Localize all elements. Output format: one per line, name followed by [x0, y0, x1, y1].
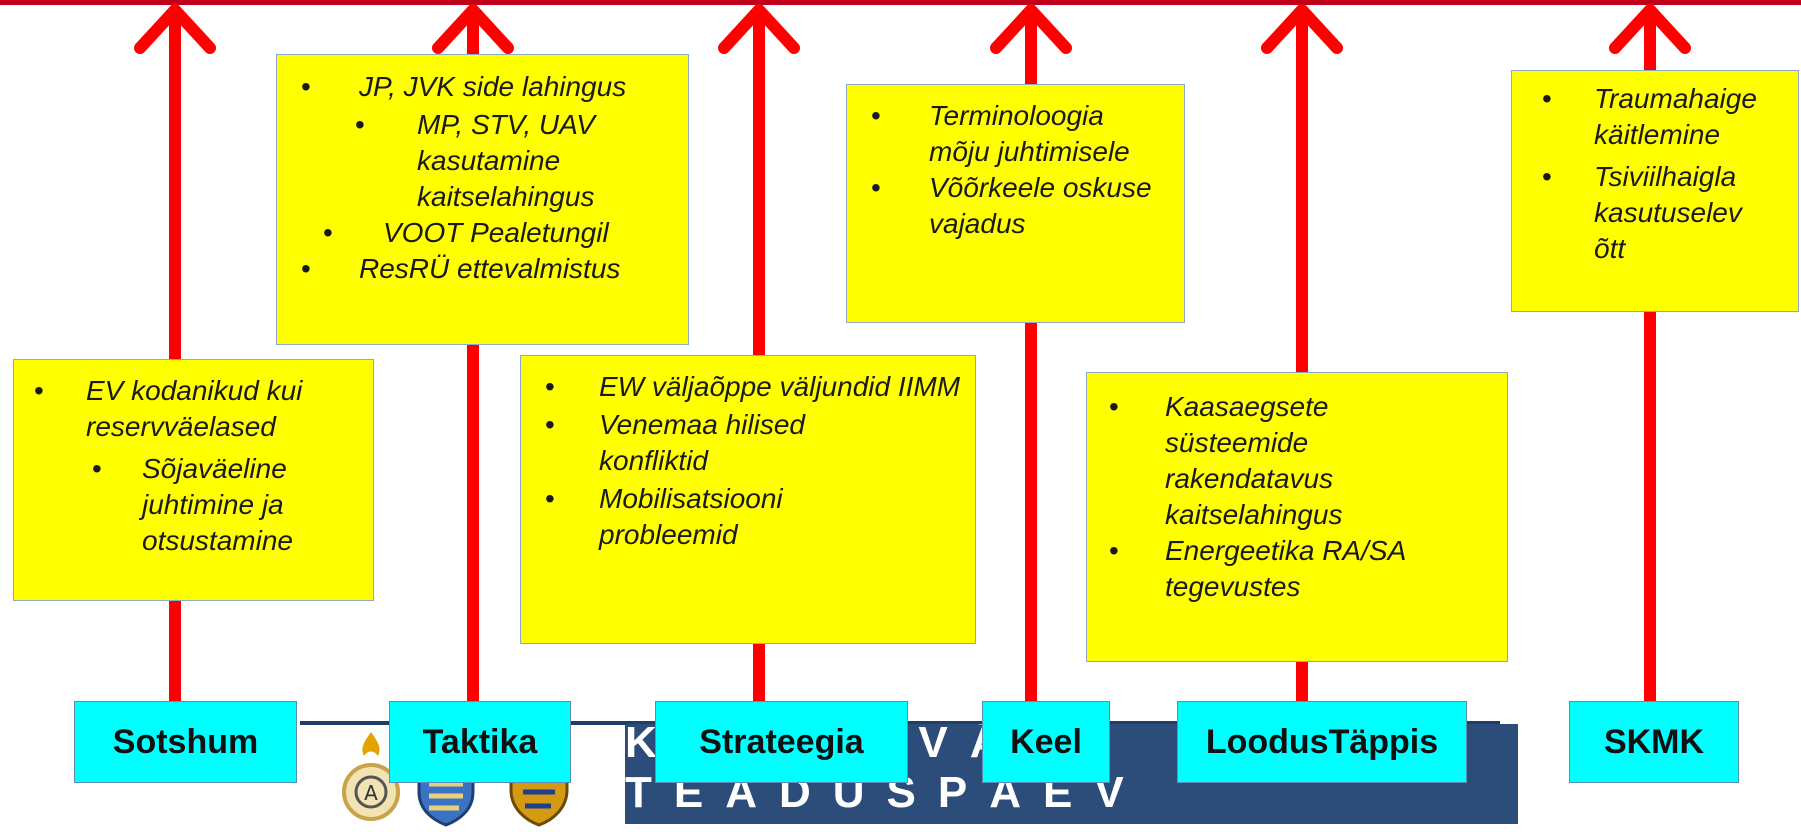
- box-sotshum: EV kodanikud kui reservväelased Sõjaväel…: [13, 359, 374, 601]
- list-item: Võõrkeele oskuse vajadus: [847, 170, 1184, 242]
- arrowhead-strateegia: [718, 4, 800, 54]
- arrowhead-keel: [990, 4, 1072, 54]
- list-item: EW väljaõppe väljundid IIMM: [521, 356, 975, 405]
- box-keel: Terminoloogia mõju juhtimisele Võõrkeele…: [846, 84, 1185, 323]
- list-item: Terminoloogia mõju juhtimisele: [847, 85, 1184, 170]
- list-item: Traumahaige käitlemine: [1512, 71, 1798, 153]
- item-text: Kaasaegsete süsteemide rakendatavus kait…: [1165, 391, 1343, 530]
- list-item: VOOT Pealetungil: [277, 215, 688, 251]
- list-item: Sõjaväeline juhtimine ja otsustamine: [14, 445, 373, 559]
- academy-emblem-icon: A: [342, 732, 400, 821]
- arrowhead-skmk: [1609, 4, 1691, 54]
- item-text: MP, STV, UAV kasutamine kaitselahingus: [417, 109, 595, 212]
- box-taktika: JP, JVK side lahingus MP, STV, UAV kasut…: [276, 54, 689, 345]
- list-item: Mobilisatsiooni probleemid: [521, 479, 975, 553]
- item-text: Venemaa hilised konfliktid: [599, 409, 805, 476]
- item-text: Võõrkeele oskuse vajadus: [929, 172, 1152, 239]
- item-text: ResRÜ ettevalmistus: [359, 253, 621, 284]
- list-item: MP, STV, UAV kasutamine kaitselahingus: [277, 105, 688, 215]
- item-text: Tsiviilhaigla kasutuselevõtt: [1594, 161, 1742, 264]
- svg-text:A: A: [364, 781, 378, 805]
- label-keel: Keel: [982, 701, 1110, 783]
- item-text: Traumahaige käitlemine: [1594, 83, 1757, 150]
- box-strateegia: EW väljaõppe väljundid IIMM Venemaa hili…: [520, 355, 976, 644]
- item-text: Terminoloogia mõju juhtimisele: [929, 100, 1130, 167]
- item-text: Energeetika RA/SA tegevustes: [1165, 535, 1406, 602]
- item-text: Sõjaväeline juhtimine ja otsustamine: [142, 453, 293, 556]
- item-text: Mobilisatsiooni probleemid: [599, 483, 783, 550]
- list-item: Tsiviilhaigla kasutuselevõtt: [1512, 153, 1798, 267]
- box-skmk: Traumahaige käitlemine Tsiviilhaigla kas…: [1511, 70, 1799, 312]
- arrowhead-taktika: [432, 4, 514, 54]
- list-item: Venemaa hilised konfliktid: [521, 405, 975, 479]
- label-loodustappis: LoodusTäppis: [1177, 701, 1467, 783]
- label-sotshum: Sotshum: [74, 701, 297, 783]
- top-border-line: [0, 0, 1801, 5]
- label-taktika: Taktika: [389, 701, 571, 783]
- label-strateegia: Strateegia: [655, 701, 908, 783]
- arrowhead-sotshum: [134, 4, 216, 54]
- list-item: EV kodanikud kui reservväelased: [14, 360, 373, 445]
- label-skmk: SKMK: [1569, 701, 1739, 783]
- arrowhead-loodus: [1261, 4, 1343, 54]
- list-item: JP, JVK side lahingus: [277, 55, 688, 105]
- item-text: VOOT Pealetungil: [383, 217, 609, 248]
- item-text: EW väljaõppe väljundid IIMM: [599, 371, 961, 402]
- list-item: ResRÜ ettevalmistus: [277, 251, 688, 287]
- item-text: EV kodanikud kui reservväelased: [86, 375, 303, 442]
- item-text: JP, JVK side lahingus: [359, 71, 627, 102]
- list-item: Kaasaegsete süsteemide rakendatavus kait…: [1087, 373, 1507, 533]
- list-item: Energeetika RA/SA tegevustes: [1087, 533, 1507, 605]
- box-loodus: Kaasaegsete süsteemide rakendatavus kait…: [1086, 372, 1508, 662]
